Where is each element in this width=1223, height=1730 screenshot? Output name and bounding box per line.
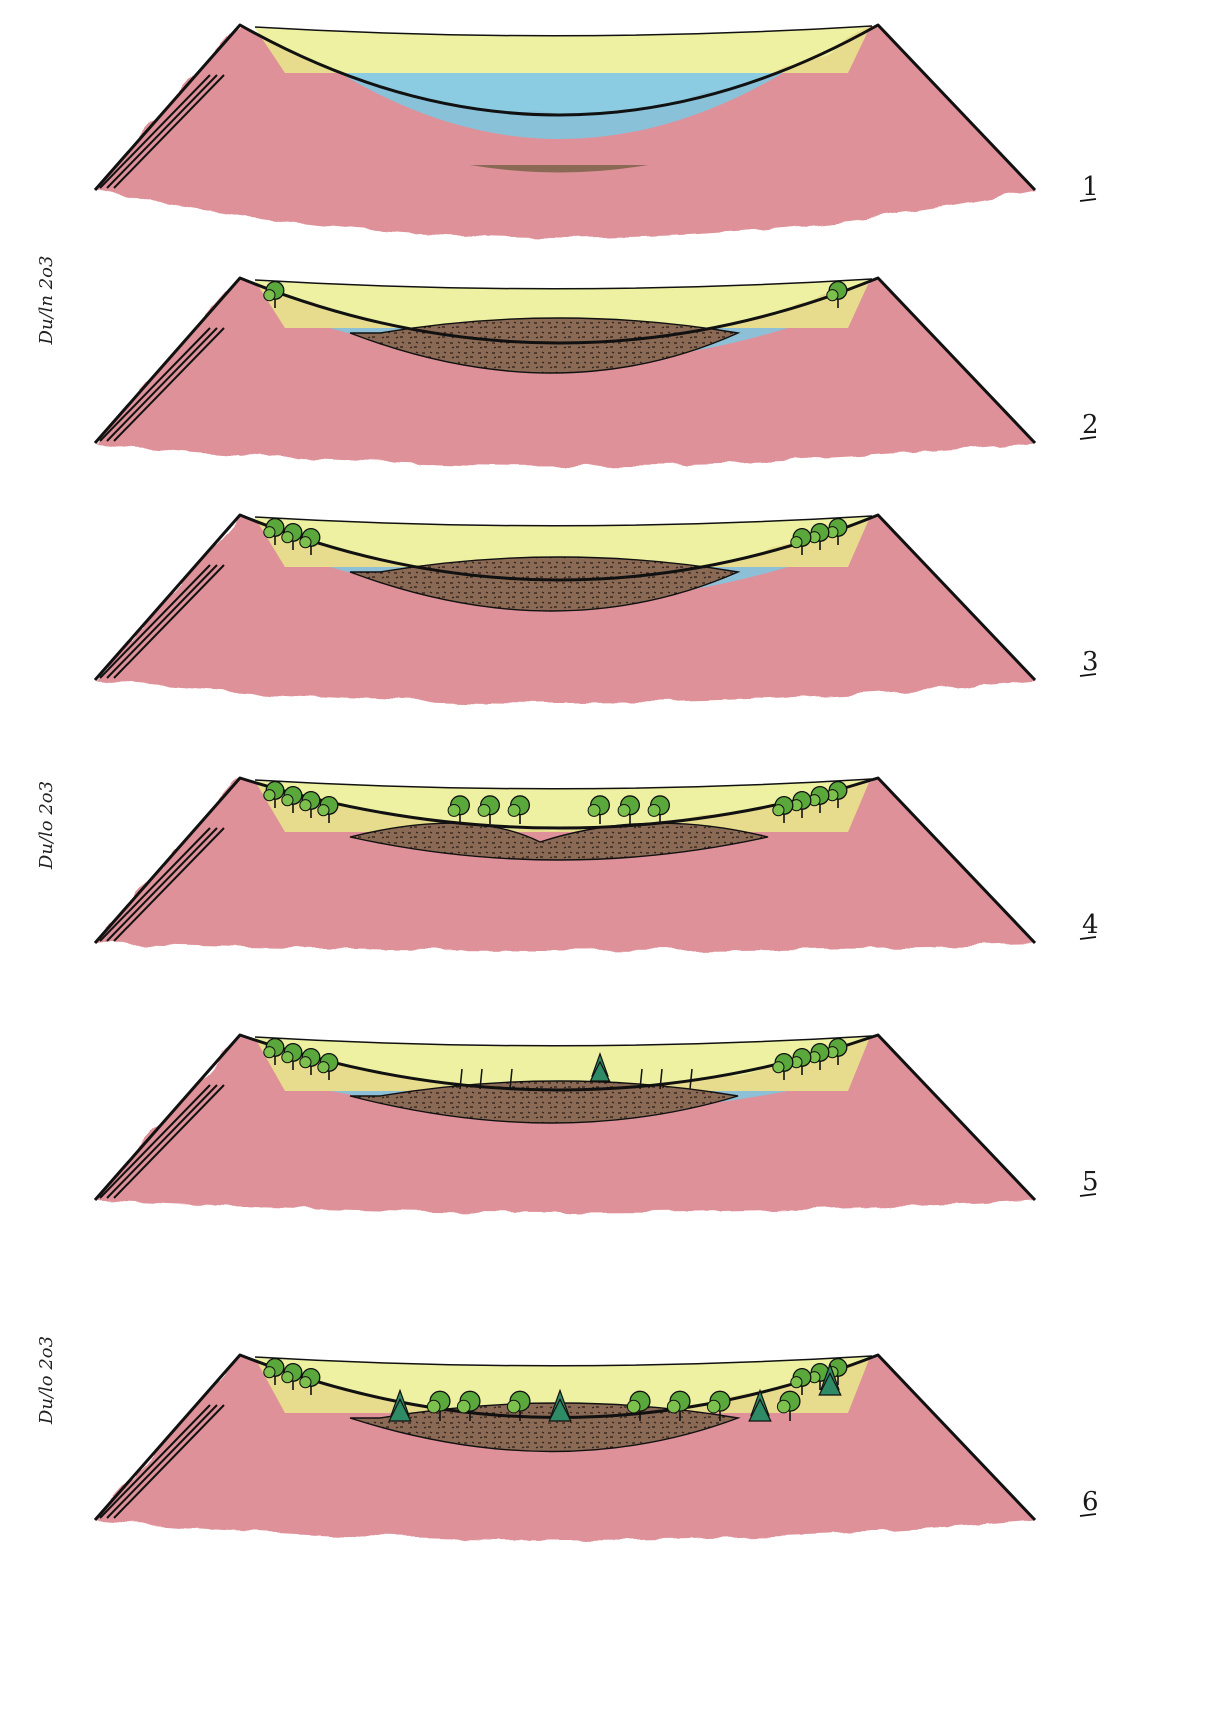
panel-number: 1 xyxy=(1082,172,1099,202)
panel-6: 6 xyxy=(95,1355,1099,1540)
author-signature: Du/ln 2o3 xyxy=(36,256,57,346)
panel-number: 2 xyxy=(1082,410,1099,440)
panel-number: 3 xyxy=(1082,647,1099,677)
author-signature: Du/lo 2o3 xyxy=(36,1336,57,1425)
panel-number: 5 xyxy=(1082,1167,1099,1197)
author-signature: Du/lo 2o3 xyxy=(36,781,57,870)
panel-2: 2 xyxy=(95,278,1099,466)
panel-5: 5 xyxy=(95,1035,1099,1213)
sky-band xyxy=(255,27,870,73)
panel-4: 4 xyxy=(95,778,1099,951)
panel-number: 4 xyxy=(1082,910,1099,940)
panel-3: 3 xyxy=(95,515,1099,703)
panel-number: 6 xyxy=(1082,1487,1099,1517)
panel-1: 1 xyxy=(95,25,1099,238)
